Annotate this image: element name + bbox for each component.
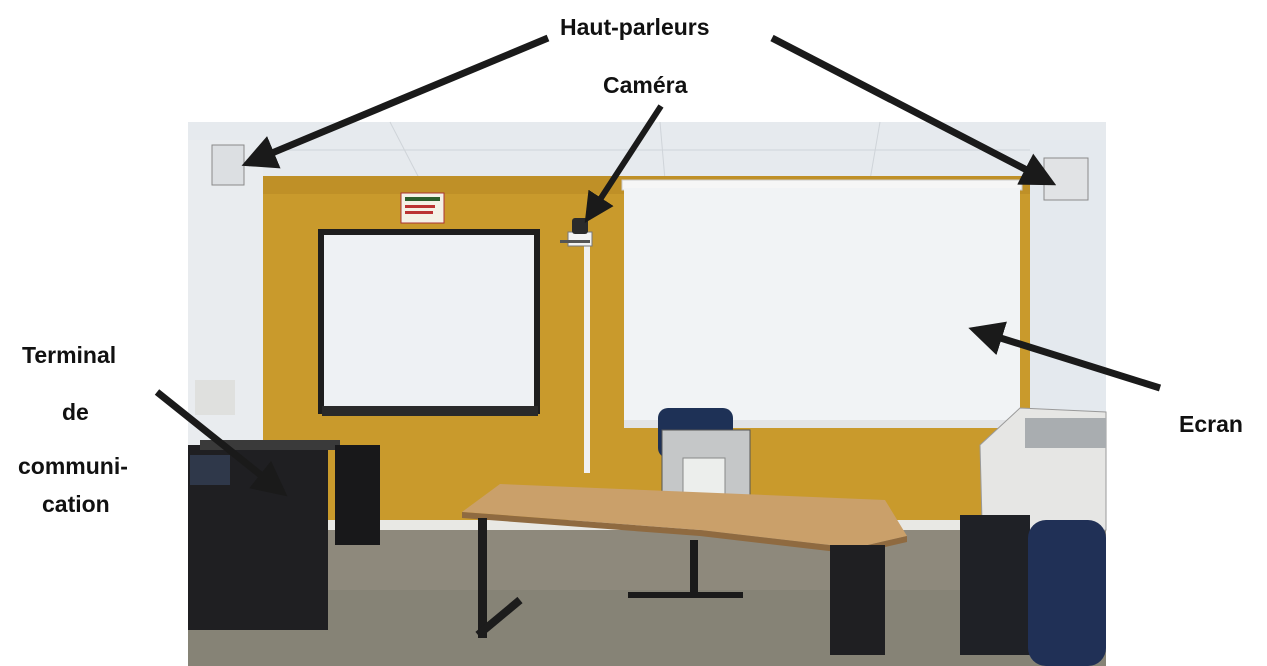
projection-screen xyxy=(621,179,1023,428)
right-cabinet xyxy=(960,515,1030,655)
label-screen: Ecran xyxy=(1179,411,1243,437)
left-speaker xyxy=(211,144,245,186)
desk xyxy=(462,484,907,655)
label-terminal-line1: Terminal xyxy=(22,342,117,368)
label-speakers: Haut-parleurs xyxy=(560,14,710,40)
label-camera: Caméra xyxy=(603,72,688,98)
interactive-whiteboard xyxy=(318,229,540,416)
label-terminal-line2: de xyxy=(62,399,89,425)
right-chair xyxy=(1028,520,1106,666)
right-speaker xyxy=(1043,157,1089,201)
camera-device xyxy=(560,218,593,473)
ceiling xyxy=(188,122,1106,180)
label-terminal-line4: cation xyxy=(42,491,110,517)
label-terminal-line3: communi- xyxy=(18,453,128,479)
